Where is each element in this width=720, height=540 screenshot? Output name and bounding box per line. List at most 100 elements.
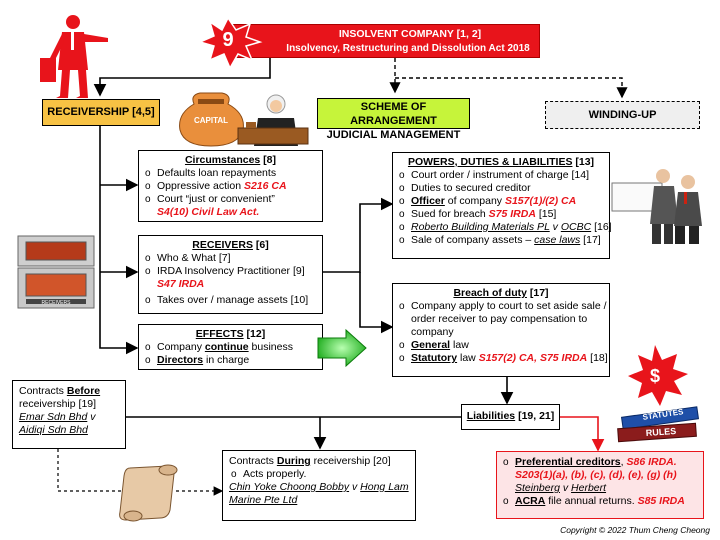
chapter-number: 9: [222, 29, 234, 51]
list-item-text: Company: [157, 341, 205, 353]
scheme-line1: SCHEME OF ARRANGEMENT: [350, 101, 437, 127]
statute-ref: S85 IRDA: [637, 495, 685, 507]
list-item-key: Officer: [411, 195, 445, 207]
powers-heading: POWERS, DUTIES & LIABILITIES: [407, 156, 573, 168]
list-item-key: ACRA: [515, 495, 546, 507]
list-item-cont: Steinberg v Herbert: [501, 482, 699, 495]
case-name: Chin Yoke Choong Bobby: [229, 481, 350, 493]
breach-box: Breach of duty [17] Company apply to cou…: [392, 283, 610, 377]
title-line1: INSOLVENT COMPANY [1, 2]: [338, 28, 482, 40]
list-item-text: file annual returns.: [545, 495, 638, 507]
contracts-before-l2: receivership [19]: [19, 398, 97, 410]
text: Contracts: [19, 385, 67, 397]
case-name: case laws: [534, 234, 581, 246]
list-item-key: General: [411, 339, 451, 351]
list-item-cont: S47 IRDA: [143, 278, 318, 291]
list-item: Court order / instrument of charge [14]: [397, 169, 605, 182]
circumstances-heading: Circumstances: [184, 154, 261, 166]
liabilities-box: Liabilities [19, 21]: [461, 404, 560, 430]
list-item-cont: order receiver to pay compensation to: [411, 313, 588, 325]
list-item-text: Sale of company assets –: [411, 234, 535, 246]
case-line: Aidiqi Sdn Bhd: [19, 424, 119, 437]
case-name: Roberto Building Materials PL: [411, 221, 550, 233]
liabilities-heading: Liabilities: [466, 410, 516, 422]
list-item-text: ,: [620, 456, 627, 468]
statute-ref: S203(1)(a), (b), (c), (d), (e), (g) (h): [515, 469, 677, 481]
dollar-symbol: $: [649, 366, 660, 386]
title-banner: INSOLVENT COMPANY [1, 2] Insolvency, Res…: [232, 24, 540, 58]
case-name: OCBC: [560, 221, 592, 233]
list-item-key: Statutory: [411, 352, 458, 364]
list-item: Acts properly.: [229, 468, 409, 481]
list-item: Preferential creditors, S86 IRDA.: [501, 456, 699, 469]
powers-box: POWERS, DUTIES & LIABILITIES [13] Court …: [392, 152, 612, 259]
case-line: Emar Sdn Bhd v: [19, 411, 119, 424]
text: receivership [20]: [310, 455, 391, 467]
receivership-tag: RECEIVERSHIP [4,5]: [42, 99, 160, 126]
statute-ref: S4(10) Civil Law Act.: [157, 206, 260, 218]
case-name: Herbert: [571, 482, 607, 494]
list-item: Sale of company assets – case laws [17]: [397, 234, 605, 247]
list-item: Company continue business: [143, 341, 318, 354]
list-item: IRDA Insolvency Practitioner [9]: [143, 265, 318, 278]
oven-label: RECEIVERS: [41, 300, 71, 306]
case-name: Steinberg: [515, 482, 560, 494]
case-name: Marine Pte Ltd: [229, 494, 298, 506]
list-item-text: law: [450, 339, 469, 351]
key-text: During: [276, 455, 311, 467]
receivers-heading: RECEIVERS: [192, 239, 253, 251]
statute-ref: S157(2) CA, S75 IRDA: [478, 352, 588, 364]
list-item: Officer of company S157(1)/(2) CA: [397, 195, 605, 208]
list-item-cont: company: [411, 326, 454, 338]
list-item-key: Preferential creditors: [515, 456, 621, 468]
list-item: Takes over / manage assets [10]: [143, 294, 318, 307]
list-item: ACRA file annual returns. S85 IRDA: [501, 495, 699, 508]
key-text: Before: [66, 385, 101, 397]
list-item: General law: [397, 339, 605, 352]
list-item-text: Oppressive action: [157, 180, 244, 192]
list-item-text: business: [248, 341, 293, 353]
list-item: Court “just or convenient”: [143, 193, 318, 206]
scheme-tag: SCHEME OF ARRANGEMENT JUDICIAL MANAGEMEN…: [317, 98, 470, 141]
powers-ref: [13]: [572, 156, 595, 168]
capital-label: CAPITAL: [193, 116, 229, 125]
list-item: Defaults loan repayments: [143, 167, 318, 180]
case-name: Aidiqi Sdn Bhd: [19, 424, 88, 436]
case-line: Chin Yoke Choong Bobby v Hong Lam: [229, 481, 409, 494]
effects-box: EFFECTS [12] Company continue business D…: [138, 324, 323, 370]
list-item-text: [18]: [587, 352, 608, 364]
case-name: Emar Sdn Bhd: [19, 411, 88, 423]
receivers-box: RECEIVERS [6] Who & What [7] IRDA Insolv…: [138, 235, 323, 314]
list-item: Who & What [7]: [143, 252, 318, 265]
list-item: Oppressive action S216 CA: [143, 180, 318, 193]
list-item: Company apply to court to set aside sale…: [397, 300, 607, 313]
contracts-during-box: Contracts During receivership [20] Acts …: [222, 450, 416, 521]
case-name: Hong Lam: [360, 481, 409, 493]
list-item-text: in charge: [203, 354, 250, 366]
circumstances-ref: [8]: [260, 154, 277, 166]
list-item: Sued for breach S75 IRDA [15]: [397, 208, 605, 221]
statute-ref: S75 IRDA: [488, 208, 536, 220]
list-item-cont: S4(10) Civil Law Act.: [143, 206, 318, 219]
case-v: v: [549, 221, 561, 233]
text: Contracts: [229, 455, 277, 467]
contracts-before-l1: Contracts Before: [19, 385, 119, 398]
list-item-cont: S203(1)(a), (b), (c), (d), (e), (g) (h): [501, 469, 699, 482]
case-v: v: [87, 411, 96, 423]
breach-heading: Breach of duty: [453, 287, 527, 299]
statute-ref: S86 IRDA.: [626, 456, 677, 468]
copyright: Copyright © 2022 Thum Cheng Cheong: [560, 525, 710, 535]
list-item-text: of company: [444, 195, 505, 207]
breach-ref: [17]: [526, 287, 549, 299]
list-item: Duties to secured creditor: [397, 182, 605, 195]
case-line: Marine Pte Ltd: [229, 494, 409, 507]
effects-heading: EFFECTS: [195, 328, 244, 340]
statute-ref: S216 CA: [243, 180, 287, 192]
contracts-during-heading: Contracts During receivership [20]: [229, 455, 409, 468]
list-item: Roberto Building Materials PL v OCBC [16…: [397, 221, 612, 234]
statute-ref: S47 IRDA: [157, 278, 205, 290]
